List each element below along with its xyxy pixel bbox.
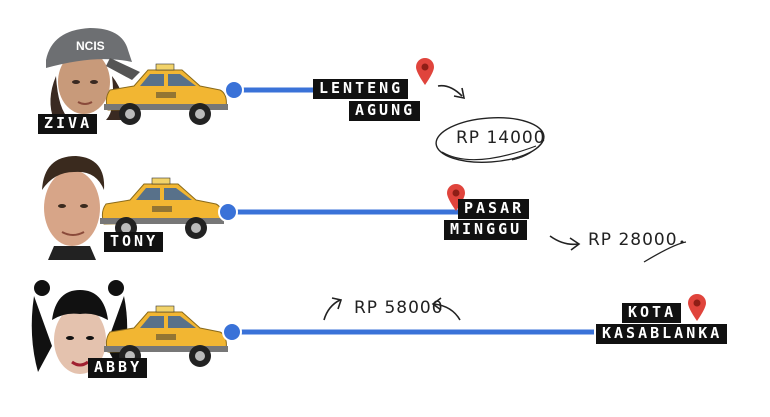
arrow-icon xyxy=(323,297,343,321)
ziva-avatar: NCIS xyxy=(46,28,140,120)
destination-label-line2: MINGGU xyxy=(444,220,528,240)
route-row-abby: ABBY KOTA KASABLANKA RP 58000 xyxy=(0,272,770,402)
map-pin-icon xyxy=(447,184,465,211)
passenger-name-label: ZIVA xyxy=(38,114,98,134)
destination-label-line1: LENTENG xyxy=(313,79,409,99)
route-row-ziva: NCIS ZIVA LENTENG AGUNG RP 14000 xyxy=(0,0,770,163)
arrow-icon xyxy=(549,235,581,251)
route-line xyxy=(224,80,324,100)
abby-avatar xyxy=(31,280,128,374)
arrow-icon xyxy=(431,297,461,321)
destination-label-line2: KASABLANKA xyxy=(596,324,728,344)
svg-text:NCIS: NCIS xyxy=(76,39,105,53)
arrow-icon xyxy=(437,84,466,100)
fare-underline xyxy=(643,240,687,263)
taxi-icon xyxy=(104,305,228,367)
map-pin-icon xyxy=(688,294,706,321)
passenger-name-label: ABBY xyxy=(88,358,148,378)
route-line xyxy=(218,202,460,222)
fare-circle xyxy=(435,117,545,163)
fare-text: RP 28000 xyxy=(588,230,678,250)
fare-text: RP 58000 xyxy=(354,298,444,318)
taxi-icon xyxy=(104,63,228,125)
passenger-name-label: TONY xyxy=(104,232,164,252)
fare-text: RP 14000 xyxy=(456,128,546,148)
tony-avatar xyxy=(42,156,105,260)
destination-label-line1: KOTA xyxy=(622,303,682,323)
map-pin-icon xyxy=(416,58,434,85)
route-row-tony: TONY PASAR MINGGU RP 28000 xyxy=(0,140,770,270)
destination-label-line1: PASAR xyxy=(458,199,530,219)
destination-label-line2: AGUNG xyxy=(349,101,421,121)
route-line xyxy=(222,322,594,342)
